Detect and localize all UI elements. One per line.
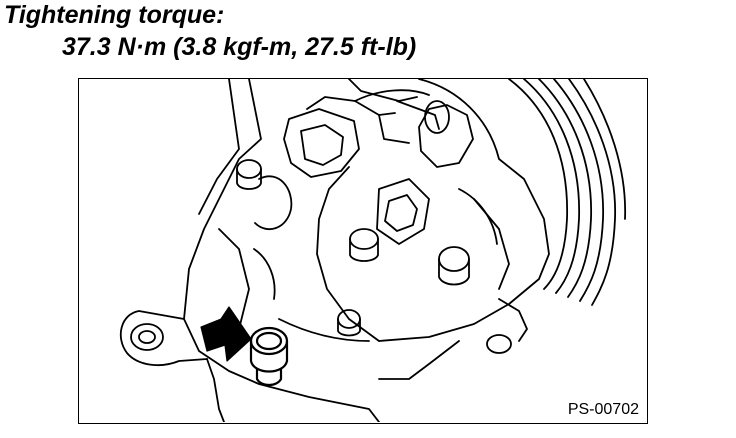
pump-illustration	[119, 79, 627, 422]
figure-frame: PS-00702	[78, 78, 648, 424]
arrow-icon	[200, 306, 252, 362]
figure-code: PS-00702	[567, 401, 639, 418]
hose-drawing	[306, 79, 450, 144]
mounting-flange-drawing	[119, 310, 225, 422]
pulley-drawing	[508, 79, 627, 306]
heading: Tightening torque:	[4, 1, 225, 29]
pump-body-drawing	[183, 79, 550, 422]
torque-value: 37.3 N·m (3.8 kgf-m, 27.5 ft-lb)	[62, 33, 417, 61]
bolts-drawing	[236, 159, 512, 354]
plug-drawing	[249, 326, 289, 387]
